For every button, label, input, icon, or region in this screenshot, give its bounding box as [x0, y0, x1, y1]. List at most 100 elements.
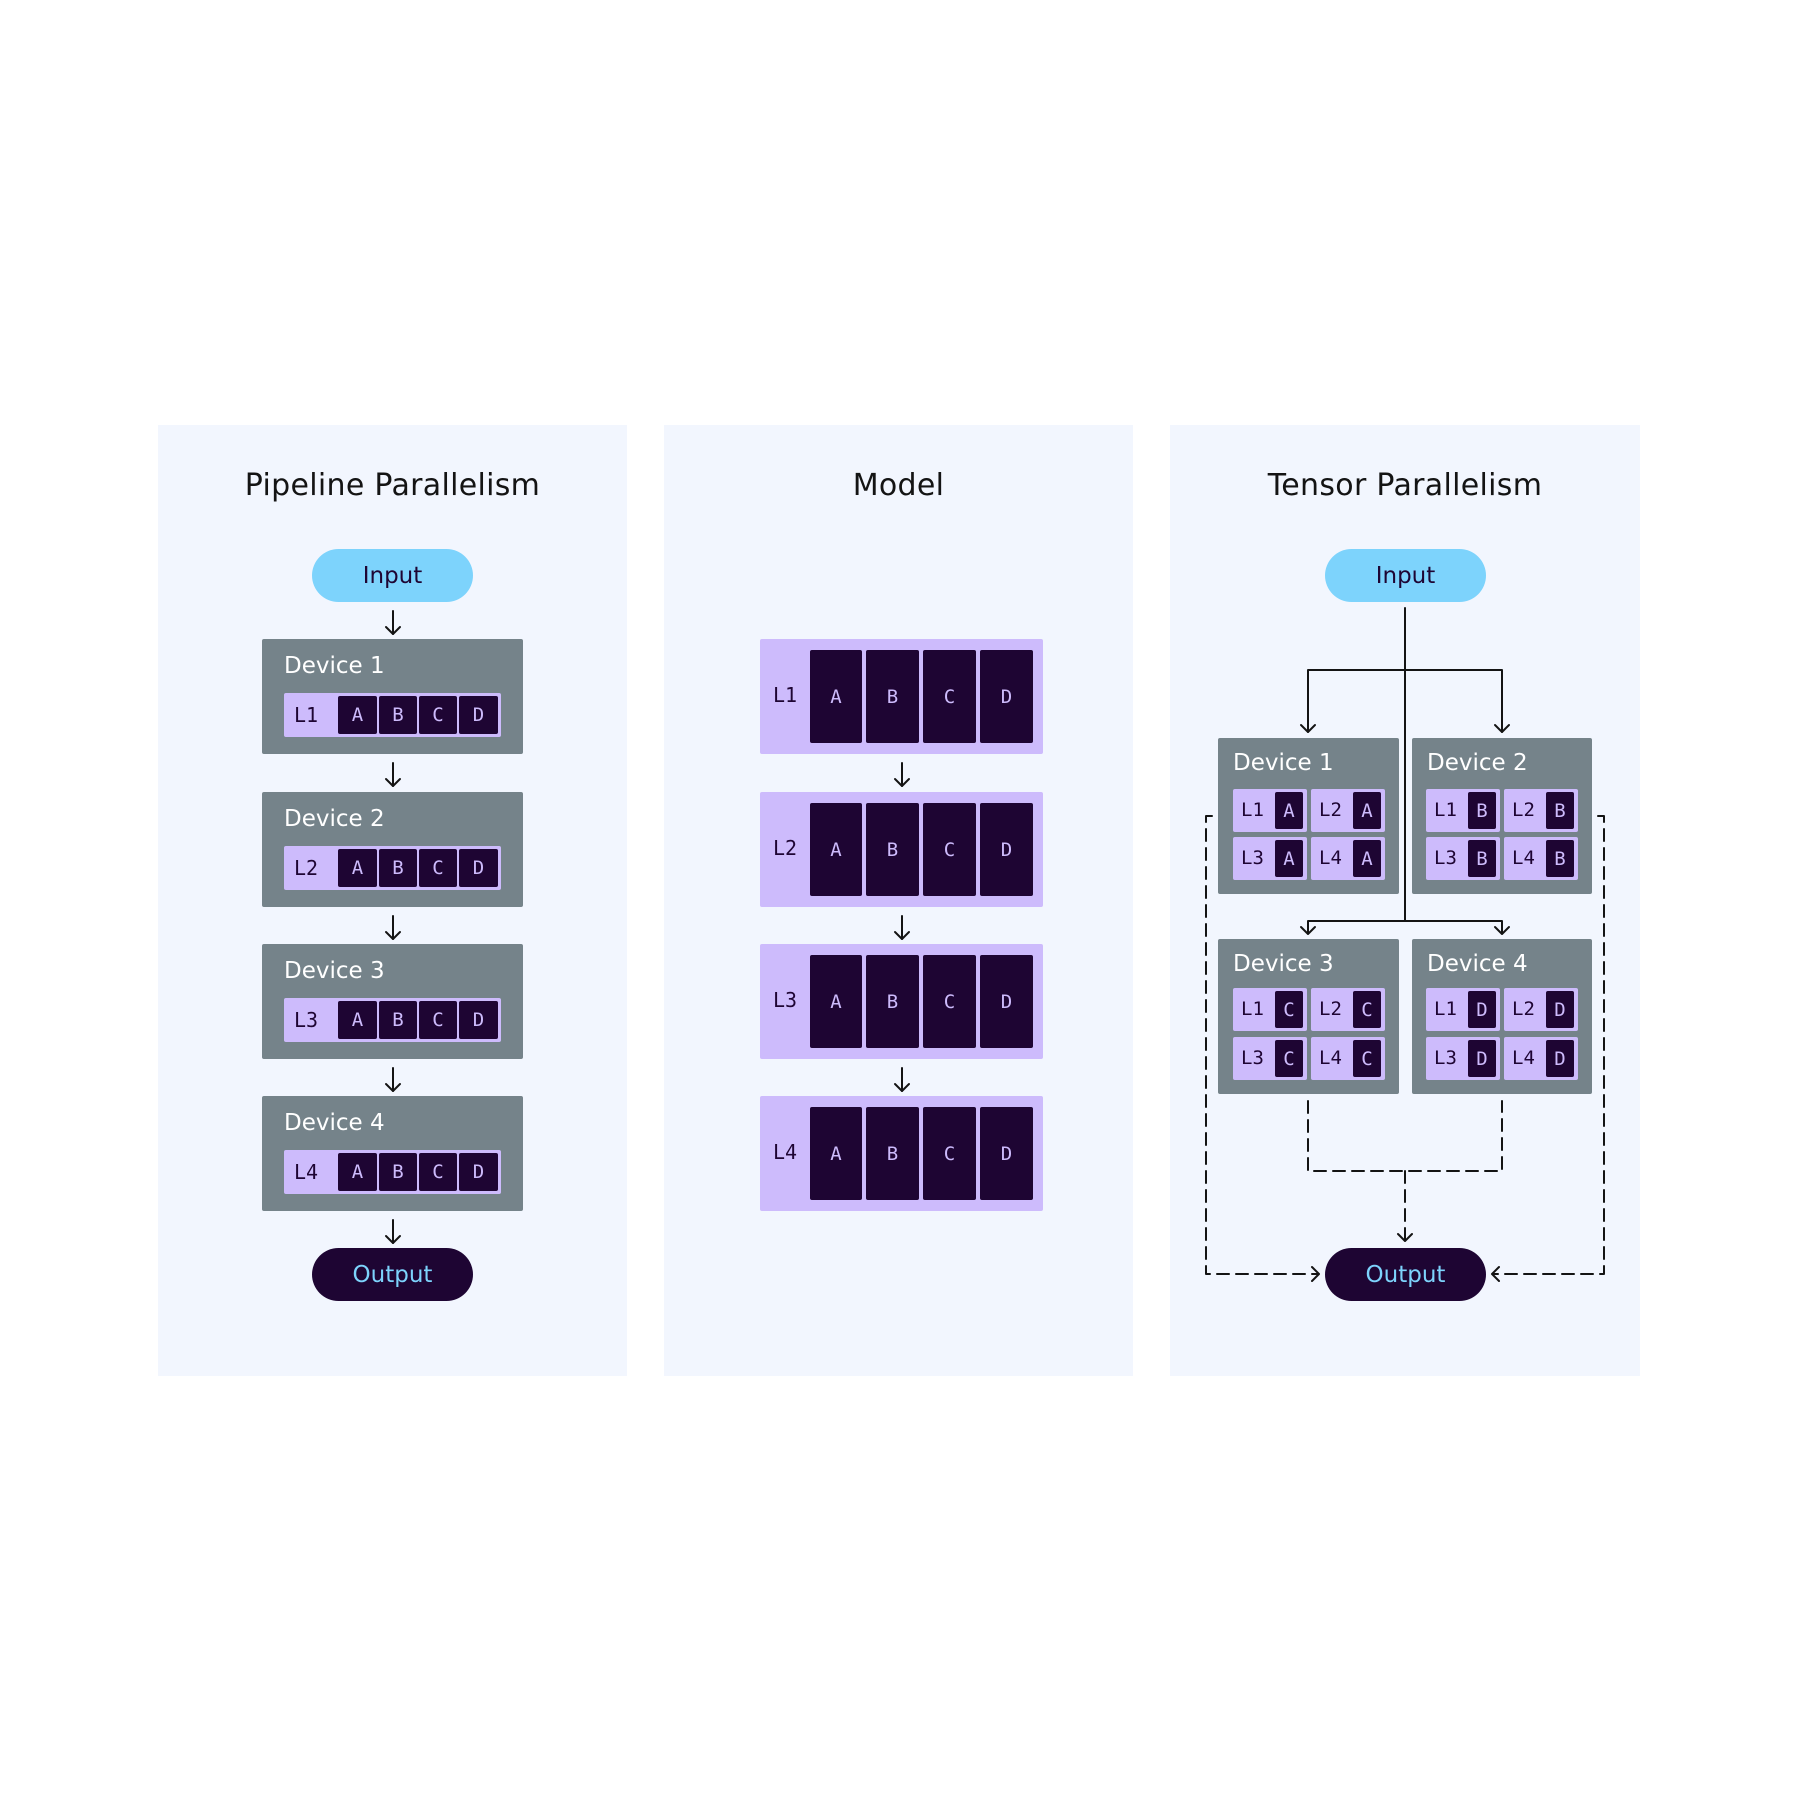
layer-shard: L3 B — [1426, 837, 1500, 880]
down-arrow-icon — [385, 1219, 401, 1244]
layer-shard: L1 C — [1233, 988, 1307, 1031]
shard-cell: B — [1546, 840, 1574, 877]
shard-cell: A — [1275, 792, 1303, 829]
layer-label: L1 — [1434, 799, 1457, 821]
down-arrow-icon — [385, 610, 401, 635]
shard-cell: A — [1353, 792, 1381, 829]
shard-cell: C — [419, 1001, 457, 1039]
layer-label: L2 — [1319, 799, 1342, 821]
layer-label: L3 — [1241, 847, 1264, 869]
layer-strip: L2 A B C D — [284, 846, 501, 890]
layer-label: L3 — [1434, 1047, 1457, 1069]
tensor-device-2: Device 2 L1 B L2 B L3 B L4 B — [1412, 738, 1592, 894]
shard-cell: A — [338, 1153, 377, 1191]
model-layer-1: L1 A B C D — [760, 639, 1043, 754]
tensor-output-node: Output — [1325, 1248, 1486, 1301]
layer-shard: L4 D — [1504, 1037, 1578, 1080]
shard-cell: A — [338, 849, 377, 887]
layer-label: L2 — [1319, 998, 1342, 1020]
layer-label: L2 — [294, 856, 319, 880]
device-label: Device 3 — [1233, 951, 1334, 977]
down-arrow-icon — [385, 762, 401, 787]
shard-cell: A — [338, 696, 377, 734]
layer-shard: L2 A — [1311, 789, 1385, 832]
shard-cell: B — [866, 650, 919, 743]
layer-shard: L3 A — [1233, 837, 1307, 880]
layer-shard: L4 C — [1311, 1037, 1385, 1080]
layer-label: L4 — [1512, 1047, 1535, 1069]
shard-cell: B — [379, 696, 417, 734]
shard-cell: A — [810, 955, 862, 1048]
layer-strip: L3 A B C D — [284, 998, 501, 1042]
layer-label: L2 — [773, 836, 798, 860]
input-label: Input — [362, 562, 423, 589]
model-layer-3: L3 A B C D — [760, 944, 1043, 1059]
shard-cell: C — [1275, 991, 1303, 1028]
layer-label: L2 — [1512, 799, 1535, 821]
shard-cell: D — [980, 1107, 1033, 1200]
down-arrow-icon — [385, 1067, 401, 1092]
tensor-device-4: Device 4 L1 D L2 D L3 D L4 D — [1412, 939, 1592, 1094]
layer-shard: L1 D — [1426, 988, 1500, 1031]
output-label: Output — [1365, 1261, 1446, 1288]
shard-cell: C — [419, 849, 457, 887]
shard-cell: D — [1468, 991, 1496, 1028]
pipeline-title: Pipeline Parallelism — [244, 468, 541, 503]
shard-cell: B — [379, 849, 417, 887]
device-label: Device 1 — [1233, 750, 1334, 776]
layer-label: L3 — [773, 988, 798, 1012]
shard-cell: B — [379, 1153, 417, 1191]
pipeline-input-node: Input — [312, 549, 473, 602]
device-label: Device 2 — [284, 806, 385, 832]
shard-cell: A — [810, 650, 862, 743]
device-label: Device 4 — [1427, 951, 1528, 977]
layer-label: L4 — [1319, 847, 1342, 869]
shard-cell: A — [810, 803, 862, 896]
layer-label: L4 — [294, 1160, 319, 1184]
shard-cell: C — [419, 1153, 457, 1191]
shard-cell: D — [1546, 991, 1574, 1028]
pipeline-device-4: Device 4 L4 A B C D — [262, 1096, 523, 1211]
shard-cell: D — [459, 1153, 498, 1191]
layer-shard: L2 B — [1504, 789, 1578, 832]
model-layer-4: L4 A B C D — [760, 1096, 1043, 1211]
shard-cell: C — [419, 696, 457, 734]
shard-cell: B — [866, 1107, 919, 1200]
layer-label: L1 — [294, 703, 319, 727]
pipeline-device-2: Device 2 L2 A B C D — [262, 792, 523, 907]
layer-label: L4 — [773, 1140, 798, 1164]
shard-cell: B — [1546, 792, 1574, 829]
down-arrow-icon — [894, 762, 910, 787]
shard-cell: B — [379, 1001, 417, 1039]
device-label: Device 1 — [284, 653, 385, 679]
layer-strip: L4 A B C D — [284, 1150, 501, 1194]
device-label: Device 4 — [284, 1110, 385, 1136]
layer-label: L1 — [1241, 998, 1264, 1020]
layer-shard: L4 B — [1504, 837, 1578, 880]
layer-shard: L2 D — [1504, 988, 1578, 1031]
pipeline-device-3: Device 3 L3 A B C D — [262, 944, 523, 1059]
pipeline-device-1: Device 1 L1 A B C D — [262, 639, 523, 754]
layer-label: L4 — [1512, 847, 1535, 869]
shard-cell: A — [810, 1107, 862, 1200]
output-label: Output — [352, 1261, 433, 1288]
tensor-device-3: Device 3 L1 C L2 C L3 C L4 C — [1218, 939, 1399, 1094]
layer-label: L1 — [1241, 799, 1264, 821]
shard-cell: A — [338, 1001, 377, 1039]
input-label: Input — [1375, 562, 1436, 589]
shard-cell: C — [923, 1107, 976, 1200]
shard-cell: B — [866, 955, 919, 1048]
layer-strip: L1 A B C D — [284, 693, 501, 737]
shard-cell: C — [923, 955, 976, 1048]
shard-cell: C — [923, 803, 976, 896]
layer-label: L3 — [1434, 847, 1457, 869]
shard-cell: D — [980, 650, 1033, 743]
shard-cell: D — [459, 696, 498, 734]
layer-label: L3 — [1241, 1047, 1264, 1069]
shard-cell: C — [1275, 1040, 1303, 1077]
layer-shard: L1 B — [1426, 789, 1500, 832]
device-label: Device 3 — [284, 958, 385, 984]
layer-label: L4 — [1319, 1047, 1342, 1069]
shard-cell: D — [459, 1001, 498, 1039]
